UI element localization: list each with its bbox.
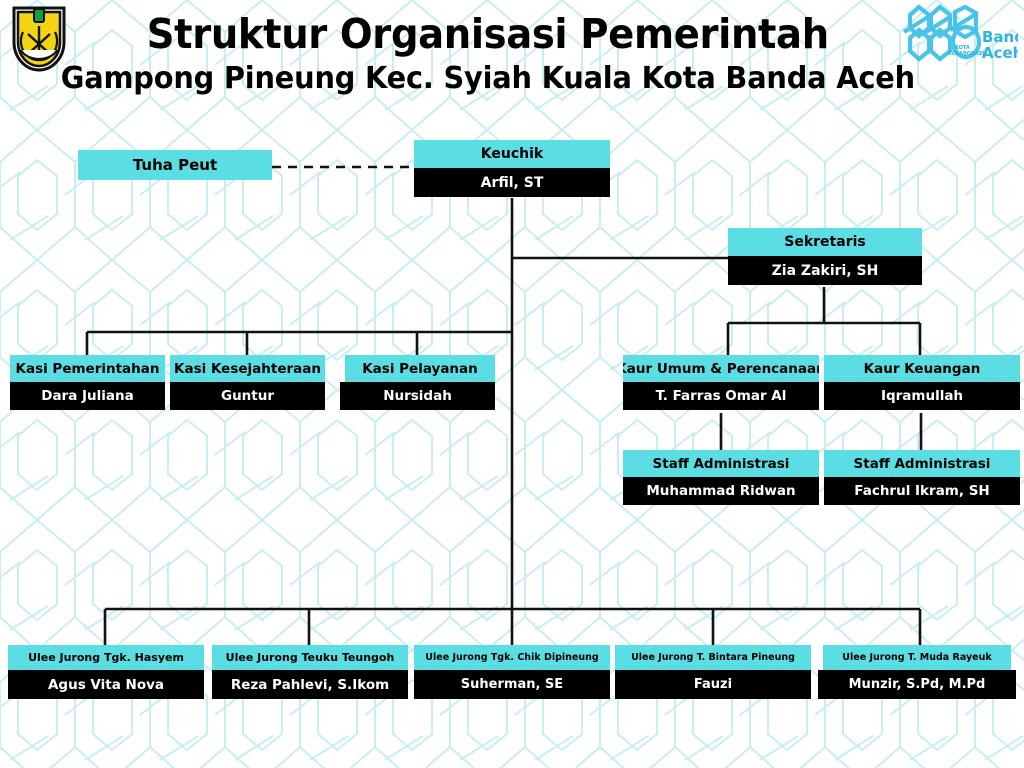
node-title: Staff Administrasi bbox=[623, 450, 819, 477]
node-person-name: Iqramullah bbox=[824, 382, 1020, 410]
node-person-name: Suherman, SE bbox=[414, 670, 610, 699]
node-title: Tuha Peut bbox=[78, 150, 272, 180]
node-person-name: Arfil, ST bbox=[414, 168, 610, 197]
node-title: Keuchik bbox=[414, 140, 610, 168]
title-block: Struktur Organisasi Pemerintah Gampong P… bbox=[61, 0, 915, 108]
node-title: Staff Administrasi bbox=[824, 450, 1020, 477]
node-person-name: T. Farras Omar Al bbox=[623, 382, 819, 410]
node-kaur-keuangan[interactable]: Kaur Keuangan Iqramullah bbox=[824, 355, 1020, 410]
node-person-name: Reza Pahlevi, S.Ikom bbox=[212, 670, 408, 699]
node-kasi-kesejahteraan[interactable]: Kasi Kesejahteraan Guntur bbox=[170, 355, 325, 410]
node-person-name: Munzir, S.Pd, M.Pd bbox=[818, 670, 1016, 699]
node-title: Ulee Jurong Teuku Teungoh bbox=[212, 645, 408, 670]
banda-aceh-820-brand-logo-icon: Banda Aceh KOTA KOLABORASI bbox=[902, 4, 1018, 62]
page-header: Struktur Organisasi Pemerintah Gampong P… bbox=[0, 0, 1024, 108]
node-title: Kasi Kesejahteraan bbox=[170, 355, 325, 382]
node-title: Ulee Jurong Tgk. Chik Dipineung bbox=[414, 645, 610, 670]
node-tuha-peut[interactable]: Tuha Peut bbox=[78, 150, 272, 180]
node-title: Ulee Jurong T. Bintara Pineung bbox=[615, 645, 811, 670]
node-ulee-jurong-tgk-chik-dipineung[interactable]: Ulee Jurong Tgk. Chik Dipineung Suherman… bbox=[414, 645, 610, 699]
page-subtitle: Gampong Pineung Kec. Syiah Kuala Kota Ba… bbox=[60, 61, 916, 96]
node-title: Ulee Jurong T. Muda Rayeuk bbox=[823, 645, 1011, 670]
node-title: Kasi Pelayanan bbox=[345, 355, 495, 382]
svg-text:Aceh: Aceh bbox=[982, 44, 1018, 62]
page-title: Struktur Organisasi Pemerintah bbox=[147, 10, 829, 58]
node-keuchik[interactable]: Keuchik Arfil, ST bbox=[414, 140, 610, 197]
node-person-name: Fachrul Ikram, SH bbox=[824, 477, 1020, 505]
node-title: Ulee Jurong Tgk. Hasyem bbox=[8, 645, 204, 670]
node-staff-administrasi-1[interactable]: Staff Administrasi Muhammad Ridwan bbox=[623, 450, 819, 505]
node-person-name: Dara Juliana bbox=[10, 382, 165, 410]
node-person-name: Fauzi bbox=[615, 670, 811, 699]
node-person-name: Muhammad Ridwan bbox=[623, 477, 819, 505]
node-title: Sekretaris bbox=[728, 228, 922, 256]
node-ulee-jurong-teuku-teungoh[interactable]: Ulee Jurong Teuku Teungoh Reza Pahlevi, … bbox=[212, 645, 408, 699]
node-ulee-jurong-t-muda-rayeuk[interactable]: Ulee Jurong T. Muda Rayeuk Munzir, S.Pd,… bbox=[818, 645, 1016, 699]
node-title: Kaur Umum & Perencanaan bbox=[623, 355, 819, 382]
node-sekretaris[interactable]: Sekretaris Zia Zakiri, SH bbox=[728, 228, 922, 285]
node-person-name: Nursidah bbox=[340, 382, 495, 410]
node-title: Kasi Pemerintahan bbox=[10, 355, 165, 382]
node-kasi-pelayanan[interactable]: Kasi Pelayanan Nursidah bbox=[340, 355, 495, 410]
node-ulee-jurong-t-bintara-pineung[interactable]: Ulee Jurong T. Bintara Pineung Fauzi bbox=[615, 645, 811, 699]
node-ulee-jurong-tgk-hasyem[interactable]: Ulee Jurong Tgk. Hasyem Agus Vita Nova bbox=[8, 645, 204, 699]
node-person-name: Zia Zakiri, SH bbox=[728, 256, 922, 285]
node-staff-administrasi-2[interactable]: Staff Administrasi Fachrul Ikram, SH bbox=[824, 450, 1020, 505]
node-kaur-umum-perencanaan[interactable]: Kaur Umum & Perencanaan T. Farras Omar A… bbox=[623, 355, 819, 410]
node-title: Kaur Keuangan bbox=[824, 355, 1020, 382]
svg-text:KOLABORASI: KOLABORASI bbox=[948, 51, 984, 57]
node-kasi-pemerintahan[interactable]: Kasi Pemerintahan Dara Juliana bbox=[10, 355, 165, 410]
node-person-name: Agus Vita Nova bbox=[8, 670, 204, 699]
node-person-name: Guntur bbox=[170, 382, 325, 410]
